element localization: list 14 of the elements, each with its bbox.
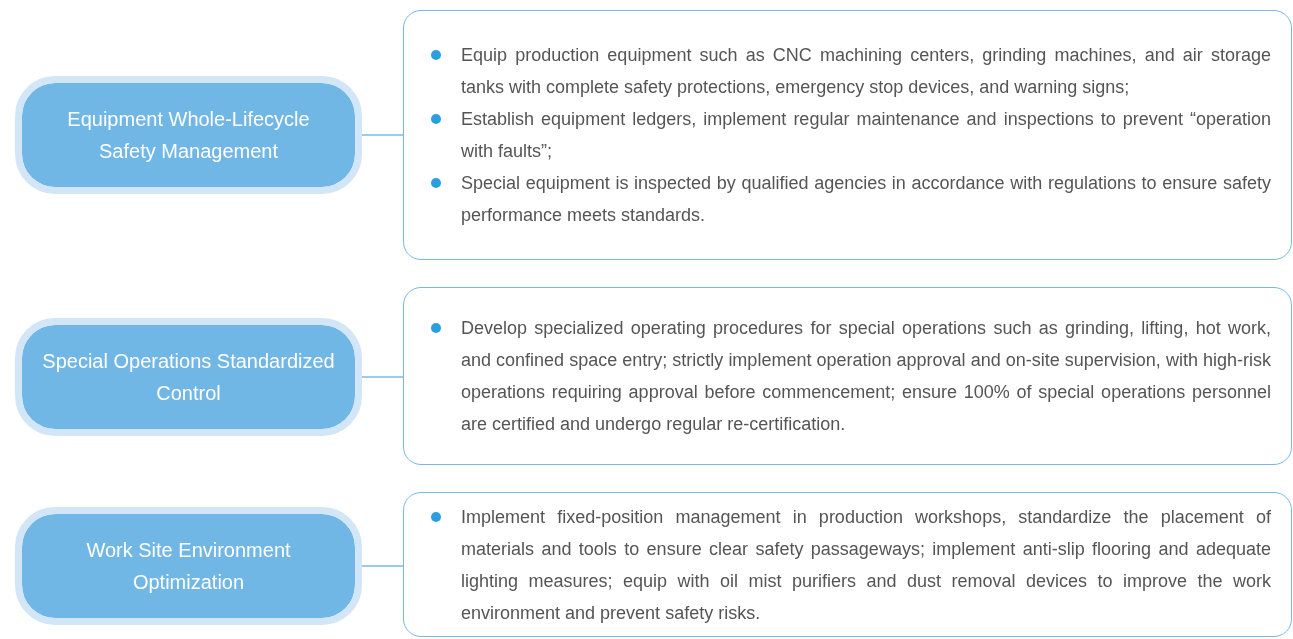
bullet-text: Equip production equipment such as CNC machining centers, grinding machines, and air storage tanks with complete safety protections, emergency stop devices, and warning signs; [461, 44, 1271, 99]
category-box [15, 507, 362, 625]
bullet-text: Implement fixed-position management in production workshops, standardize the placement of materials and tools to ensure clear safety passageways; implement anti-slip flooring and adequate lighting measures; equip with oil mist purifiers and dust removal devices to improve the work environment and prevent safety risks. [461, 505, 1271, 625]
detail-box [403, 287, 1292, 465]
bullet-text: Establish equipment ledgers, implement regular maintenance and inspections to prevent “operation with faults”; [461, 108, 1271, 163]
bullet-text: Develop specialized operating procedures for special operations such as grinding, lifting, hot work, and confined space entry; strictly implement operation approval and on-site supervision, with high-risk operations requiring approval before commencement; ensure 100% of special operations personnel are certified and undergo regular re-certification. [461, 317, 1271, 436]
category-title: Equipment Whole-Lifecycle Safety Management [66, 107, 311, 164]
category-title: Special Operations Standardized Control [41, 349, 336, 406]
detail-box [403, 492, 1292, 637]
bullet-text: Special equipment is inspected by qualified agencies in accordance with regulations to ensure safety performance meets standards. [461, 172, 1271, 227]
category-box [15, 318, 362, 436]
category-title: Work Site Environment Optimization [85, 538, 292, 595]
detail-box [403, 10, 1292, 260]
category-box [15, 76, 362, 194]
